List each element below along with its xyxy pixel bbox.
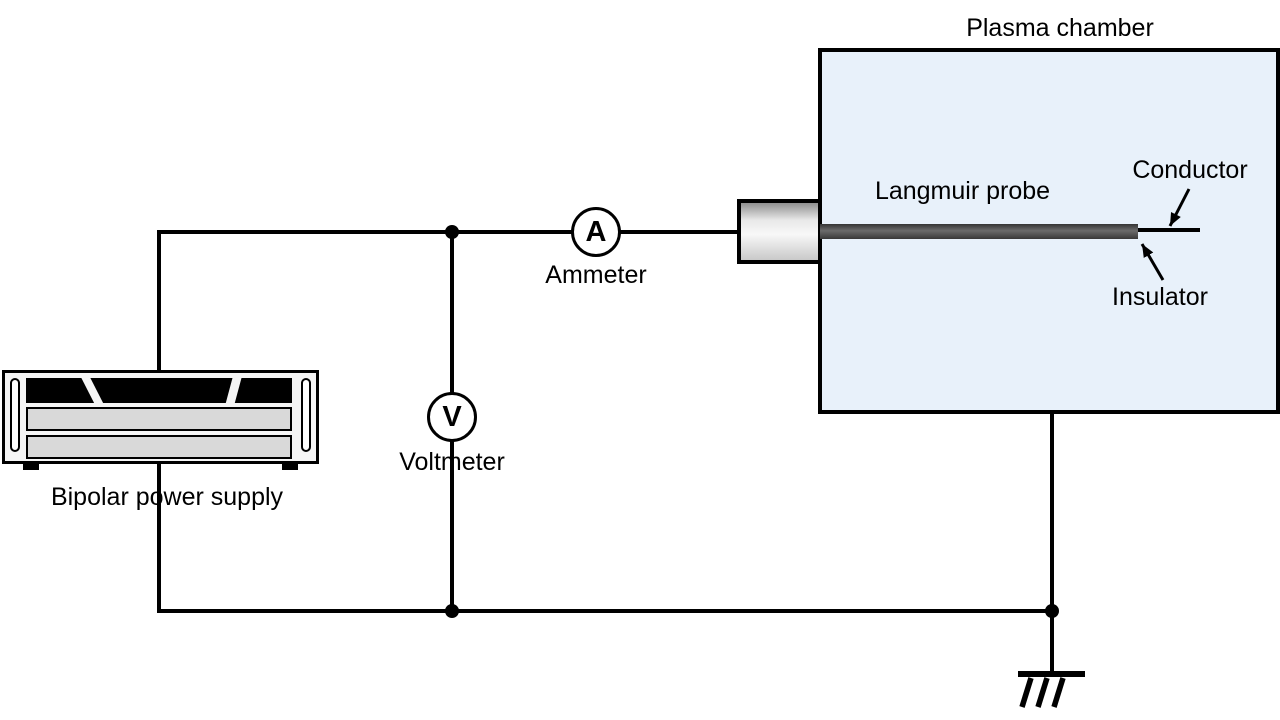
psu-front-panel bbox=[26, 378, 292, 403]
psu-foot bbox=[23, 461, 39, 470]
plasma-chamber-title: Plasma chamber bbox=[966, 14, 1154, 42]
probe-conductor-tip bbox=[1138, 228, 1200, 232]
junction-dot-top bbox=[445, 225, 459, 239]
psu-foot bbox=[282, 461, 298, 470]
ammeter-letter: A bbox=[585, 215, 607, 248]
insulator-label: Insulator bbox=[1112, 283, 1208, 311]
psu-right-handle bbox=[301, 378, 311, 452]
voltmeter-label: Voltmeter bbox=[399, 448, 505, 476]
wire-left-lower-vertical bbox=[157, 461, 161, 613]
psu-left-handle bbox=[10, 378, 20, 452]
voltmeter-symbol: V bbox=[427, 392, 477, 442]
wire-bottom-horizontal bbox=[157, 609, 1054, 613]
langmuir-probe-label: Langmuir probe bbox=[874, 177, 1051, 205]
ammeter-label: Ammeter bbox=[545, 261, 647, 289]
psu-rack-unit bbox=[26, 407, 292, 431]
ammeter-symbol: A bbox=[571, 207, 621, 257]
voltmeter-letter: V bbox=[442, 400, 462, 433]
bipolar-power-supply bbox=[2, 370, 319, 470]
junction-dot-bottom-right bbox=[1045, 604, 1059, 618]
junction-dot-bottom-left bbox=[445, 604, 459, 618]
conductor-label: Conductor bbox=[1132, 156, 1248, 184]
wire-chamber-ground-vertical bbox=[1050, 411, 1054, 674]
wire-left-upper-vertical bbox=[157, 230, 161, 373]
probe-insulator-rod bbox=[820, 224, 1138, 239]
power-supply-label: Bipolar power supply bbox=[50, 483, 284, 511]
psu-panel-divider bbox=[224, 378, 243, 403]
earth-ground-icon bbox=[1018, 671, 1085, 708]
psu-panel-divider bbox=[79, 378, 106, 403]
probe-feedthrough bbox=[737, 199, 822, 264]
psu-rack-unit bbox=[26, 435, 292, 459]
